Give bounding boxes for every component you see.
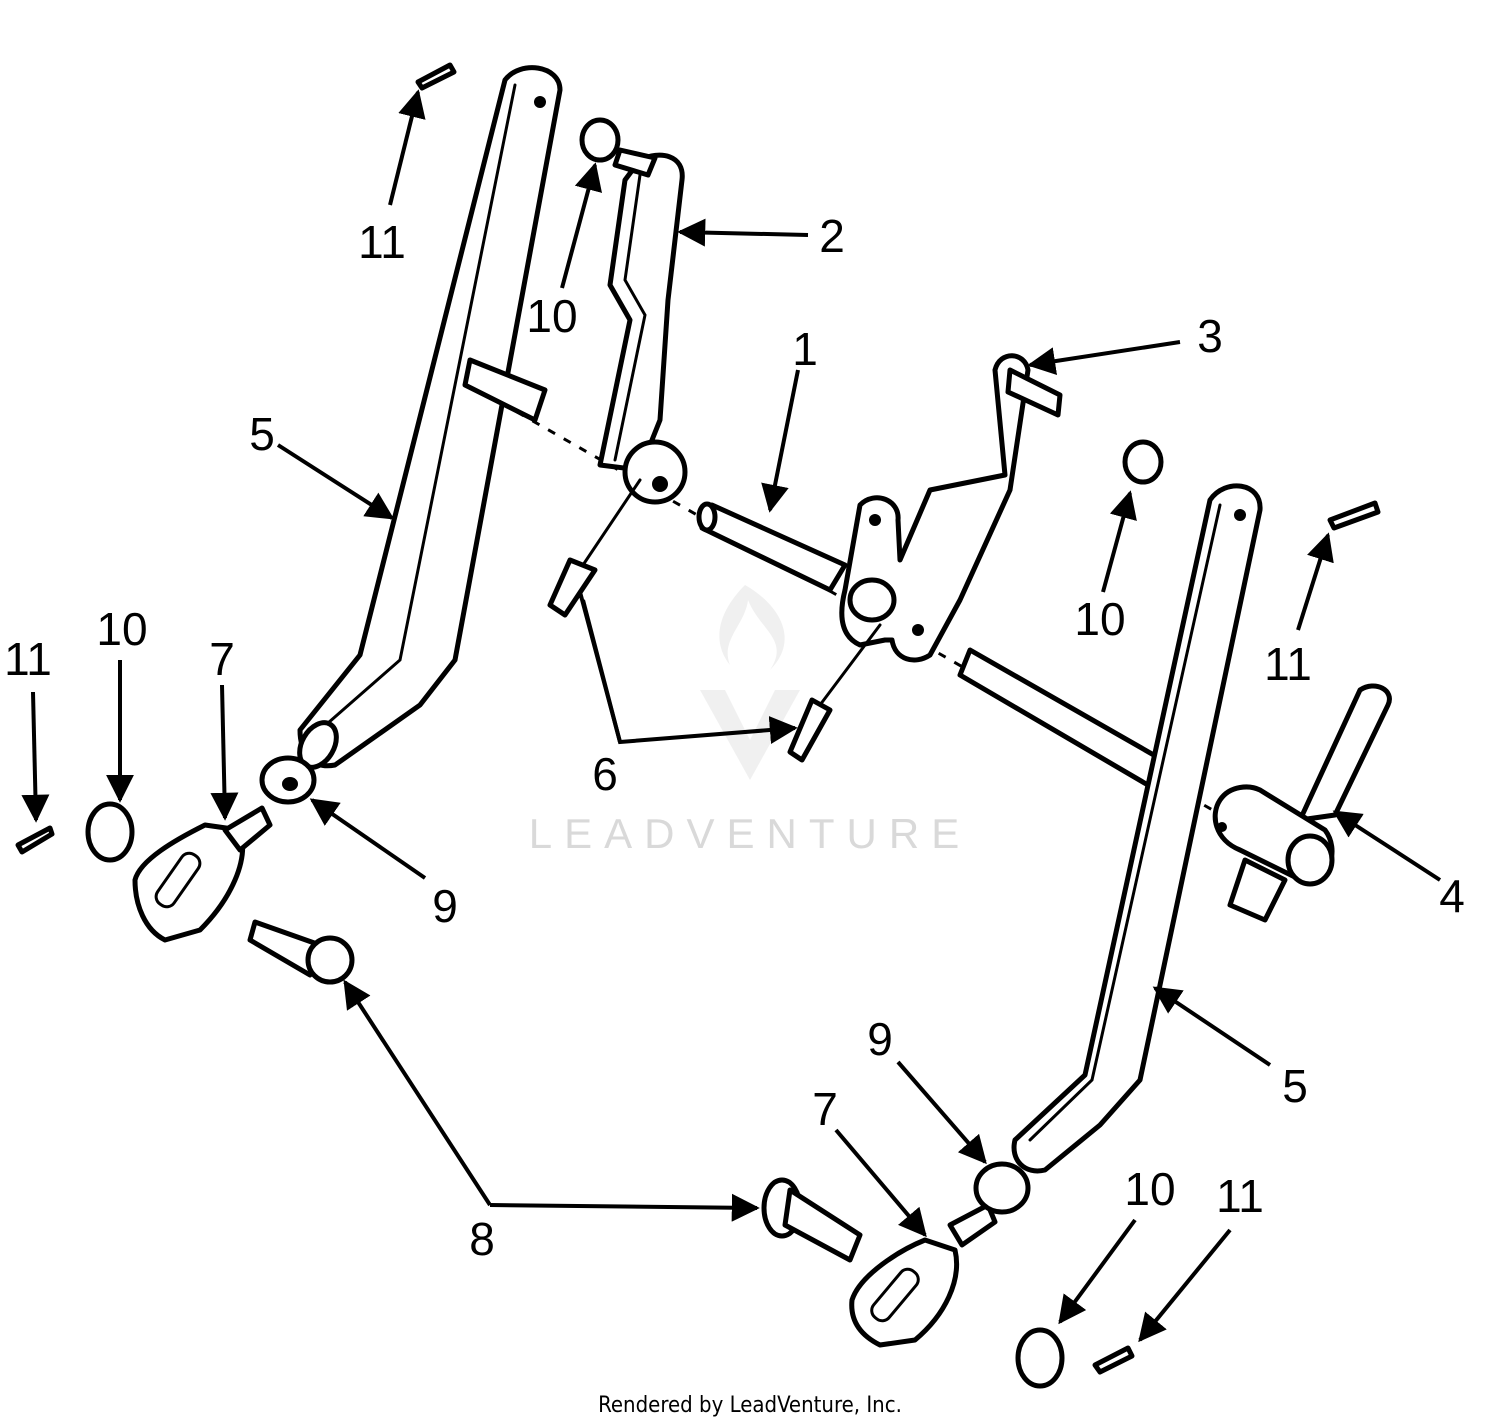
callout-7: 7 (209, 633, 235, 685)
callout-10: 10 (1124, 1163, 1175, 1215)
callout-2: 2 (819, 210, 845, 262)
callout-1: 1 (792, 323, 818, 375)
callout-5: 5 (249, 408, 275, 460)
mid-cotter-11 (1327, 500, 1381, 531)
roll-pins-6 (547, 478, 882, 763)
top-washer-10 (579, 117, 621, 163)
callout-11: 11 (358, 216, 406, 268)
left-washer-10 (85, 801, 135, 863)
left-trunnion-7 (132, 805, 273, 943)
callout-11: 11 (4, 633, 52, 685)
right-cotter-11-lower (1092, 1345, 1135, 1375)
callout-6: 6 (592, 748, 618, 800)
left-cotter-11 (15, 825, 55, 855)
right-lift-arm (1011, 483, 1263, 1174)
right-washer-10-lower (1015, 1327, 1065, 1389)
left-nut-9 (259, 755, 317, 805)
callout-9: 9 (867, 1013, 893, 1065)
left-lift-arm (297, 65, 563, 770)
leader-lines (21, 89, 1442, 1343)
watermark-text: LEADVENTURE (529, 810, 971, 857)
callout-10: 10 (96, 603, 147, 655)
clevis-pin-8-right (761, 1177, 863, 1263)
callout-4: 4 (1439, 870, 1465, 922)
top-cotter-11 (415, 62, 457, 91)
lever-2 (597, 147, 688, 505)
right-nut-9 (973, 1161, 1031, 1215)
callout-11: 11 (1264, 638, 1312, 690)
left-short-tube (462, 357, 548, 423)
footer-credit: Rendered by LeadVenture, Inc. (598, 1393, 902, 1418)
callout-10: 10 (526, 290, 577, 342)
clevis-pin-8-left (247, 919, 355, 985)
callout-5: 5 (1282, 1060, 1308, 1112)
lever-3 (839, 353, 1063, 663)
callout-3: 3 (1197, 310, 1223, 362)
shaft-1 (696, 501, 848, 593)
callout-11: 11 (1216, 1170, 1264, 1222)
callout-7: 7 (812, 1083, 838, 1135)
mid-washer-10 (1122, 439, 1164, 485)
part-4-t-handle (1212, 683, 1392, 923)
callout-8: 8 (469, 1213, 495, 1265)
watermark-logo (700, 585, 800, 780)
right-trunnion-7 (849, 1202, 998, 1348)
callout-10: 10 (1074, 593, 1125, 645)
callout-9: 9 (432, 880, 458, 932)
